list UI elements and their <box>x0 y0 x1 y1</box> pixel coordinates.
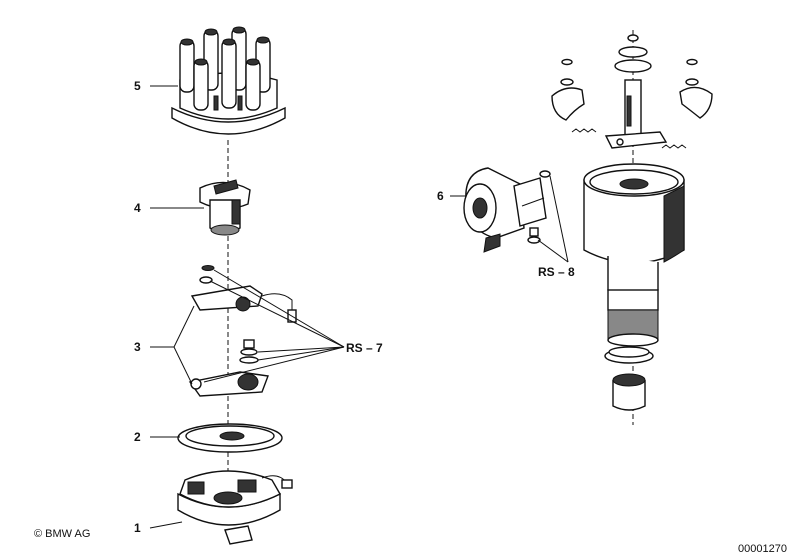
vacuum-fasteners <box>527 170 551 244</box>
springs <box>571 128 687 149</box>
distributor-cap <box>171 26 286 135</box>
copyright: © BMW AG <box>34 528 90 540</box>
screw-washer <box>239 339 259 364</box>
dust-shield <box>177 423 283 453</box>
contact-breaker <box>190 265 297 323</box>
callout-6: 6 <box>437 189 444 203</box>
vacuum-unit <box>463 167 547 253</box>
callout-1: 1 <box>134 521 141 535</box>
callout-rs8: RS – 8 <box>538 265 575 279</box>
centrifugal-weights <box>551 58 713 121</box>
callout-5: 5 <box>134 79 141 93</box>
callout-rs7: RS – 7 <box>346 341 383 355</box>
cam-shaft <box>604 79 668 149</box>
callout-4: 4 <box>134 201 141 215</box>
rotor <box>199 179 251 236</box>
diagram-number: 00001270 <box>738 543 787 555</box>
distributor-housing <box>583 163 685 347</box>
callout-3: 3 <box>134 340 141 354</box>
shaft-washers <box>614 34 652 73</box>
base-plate <box>188 371 269 397</box>
trigger-unit <box>177 470 293 545</box>
leader-lines <box>149 85 569 529</box>
drive-collar <box>604 346 654 411</box>
callout-2: 2 <box>134 430 141 444</box>
